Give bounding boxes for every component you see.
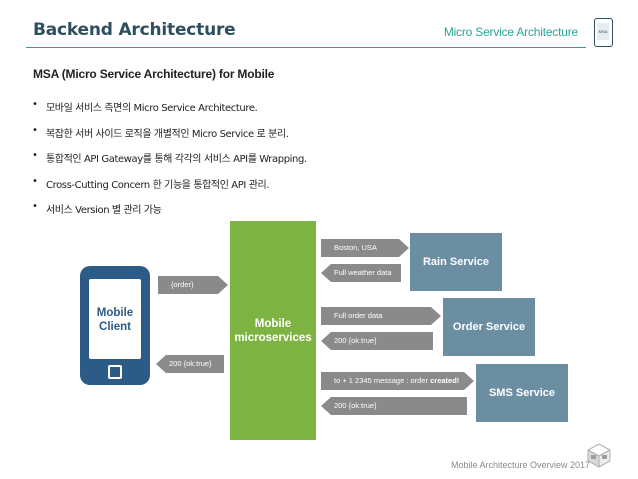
mobile-client-label-line1: Mobile: [96, 307, 134, 319]
bullet-text: 통합적인 API Gateway를 통해 각각의 서비스 API를 Wrappi…: [46, 154, 307, 165]
bullet-text: 복잡한 서버 사이드 로직을 개별적인 Micro Service 로 분리.: [46, 128, 289, 140]
bullet-list: • 모바일 서비스 측면의 Micro Service Architecture.…: [30, 99, 307, 227]
sms-request-emphasis: created!: [430, 376, 460, 385]
header-divider: [26, 47, 586, 48]
list-item: • 서비스 Version 별 관리 가능: [30, 201, 307, 227]
client-response-arrow: 200 {ok:true}: [156, 355, 224, 373]
sms-service-box: SMS Service: [476, 364, 568, 422]
microservices-label-line2: microservices: [234, 332, 312, 344]
bullet-icon: •: [32, 99, 38, 110]
mobile-client-label-line2: Client: [99, 321, 131, 333]
bullet-text: 서비스 Version 별 관리 가능: [46, 205, 162, 216]
client-request-arrow: {order}: [158, 276, 228, 294]
sms-request-text: to + 1 2345 message : order: [334, 376, 431, 385]
section-title: MSA (Micro Service Architecture) for Mob…: [33, 67, 275, 81]
sms-request-arrow: to + 1 2345 message : order created!: [321, 372, 474, 390]
sms-service-label: SMS Service: [488, 387, 556, 399]
mobile-client-device: Mobile Client: [80, 266, 150, 385]
rain-response-arrow: Full weather data: [321, 264, 401, 282]
section-subtitle: Micro Service Architecture: [443, 25, 578, 39]
mobile-client-screen: [89, 279, 141, 359]
microservices-label-line1: Mobile: [254, 318, 292, 330]
order-request-arrow: Full order data: [321, 307, 441, 325]
cube-logo-icon: [586, 443, 612, 468]
home-button-icon: [108, 365, 122, 379]
footer-text: Mobile Architecture Overview 2017: [451, 460, 591, 470]
microservices-label: Mobile microservices: [230, 317, 316, 345]
rain-service-box: Rain Service: [410, 233, 502, 291]
rain-service-label: Rain Service: [422, 256, 490, 268]
order-response-arrow: 200 {ok:true}: [321, 332, 433, 350]
list-item: • 복잡한 서버 사이드 로직을 개별적인 Micro Service 로 분리.: [30, 125, 307, 151]
phone-icon: MSA: [594, 18, 613, 47]
phone-icon-label: MSA: [597, 23, 609, 40]
list-item: • 모바일 서비스 측면의 Micro Service Architecture.: [30, 99, 307, 125]
bullet-icon: •: [32, 175, 38, 187]
list-item: • Cross-Cutting Concern 한 기능을 통합적인 API 관리…: [30, 176, 307, 202]
order-service-box: Order Service: [443, 298, 535, 356]
bullet-icon: •: [32, 124, 38, 136]
mobile-microservices-box: Mobile microservices: [230, 221, 316, 440]
page-title: Backend Architecture: [33, 20, 236, 40]
bullet-icon: •: [32, 201, 38, 212]
bullet-text: Cross-Cutting Concern 한 기능을 통합적인 API 관리.: [46, 179, 270, 191]
bullet-text: 모바일 서비스 측면의 Micro Service Architecture.: [46, 103, 258, 114]
mobile-client-label: Mobile Client: [80, 306, 150, 334]
bullet-icon: •: [32, 150, 38, 161]
order-service-label: Order Service: [452, 321, 526, 333]
sms-response-arrow: 200 {ok:true}: [321, 397, 467, 415]
rain-request-arrow: Boston, USA: [321, 239, 409, 257]
list-item: • 통합적인 API Gateway를 통해 각각의 서비스 API를 Wrapp…: [30, 150, 307, 176]
